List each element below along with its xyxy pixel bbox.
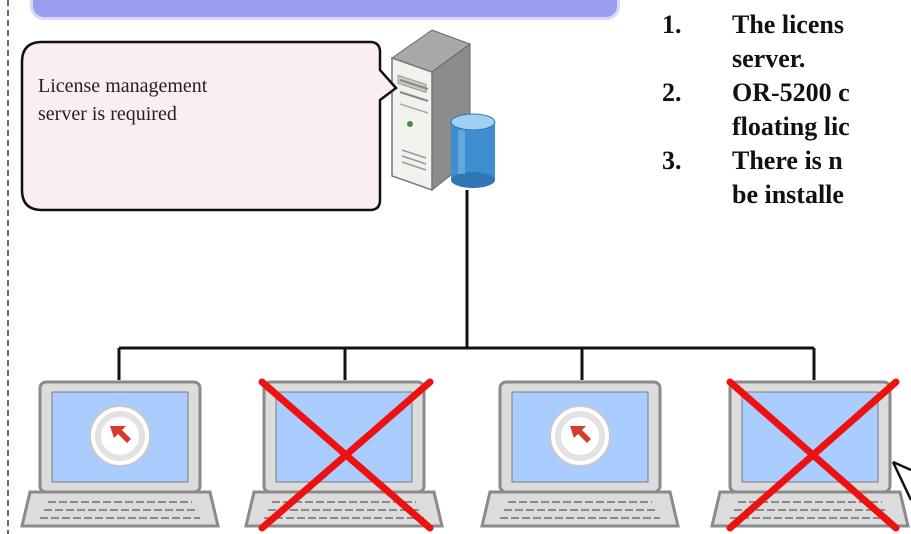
partial-callout-pointer xyxy=(891,460,911,501)
no-license-cross-icon xyxy=(726,378,900,532)
requirement-text: There is n be installe xyxy=(732,146,844,209)
license-badge-icon xyxy=(89,405,151,467)
requirement-number: 2. xyxy=(662,78,682,107)
requirements-list: 1. The licens server. 2. OR-5200 c float… xyxy=(662,8,911,212)
callout-text: License management server is required xyxy=(38,75,208,125)
requirement-number: 3. xyxy=(662,146,682,175)
requirement-number: 1. xyxy=(662,10,682,39)
client-laptop-3 xyxy=(480,380,680,528)
requirement-text: OR-5200 c floating lic xyxy=(732,78,850,141)
requirement-item: 3. There is n be installe xyxy=(662,144,911,212)
callout-bubble xyxy=(20,40,398,212)
requirement-item: 1. The licens server. xyxy=(662,8,911,76)
requirement-text: The licens server. xyxy=(732,10,844,73)
client-laptop-1 xyxy=(20,380,220,528)
no-license-cross-icon xyxy=(258,378,434,532)
license-badge-icon xyxy=(549,405,611,467)
database-icon xyxy=(450,113,496,188)
client-laptop-4 xyxy=(710,380,910,528)
network-lines xyxy=(117,190,816,380)
top-banner xyxy=(30,0,620,20)
requirement-item: 2. OR-5200 c floating lic xyxy=(662,76,911,144)
